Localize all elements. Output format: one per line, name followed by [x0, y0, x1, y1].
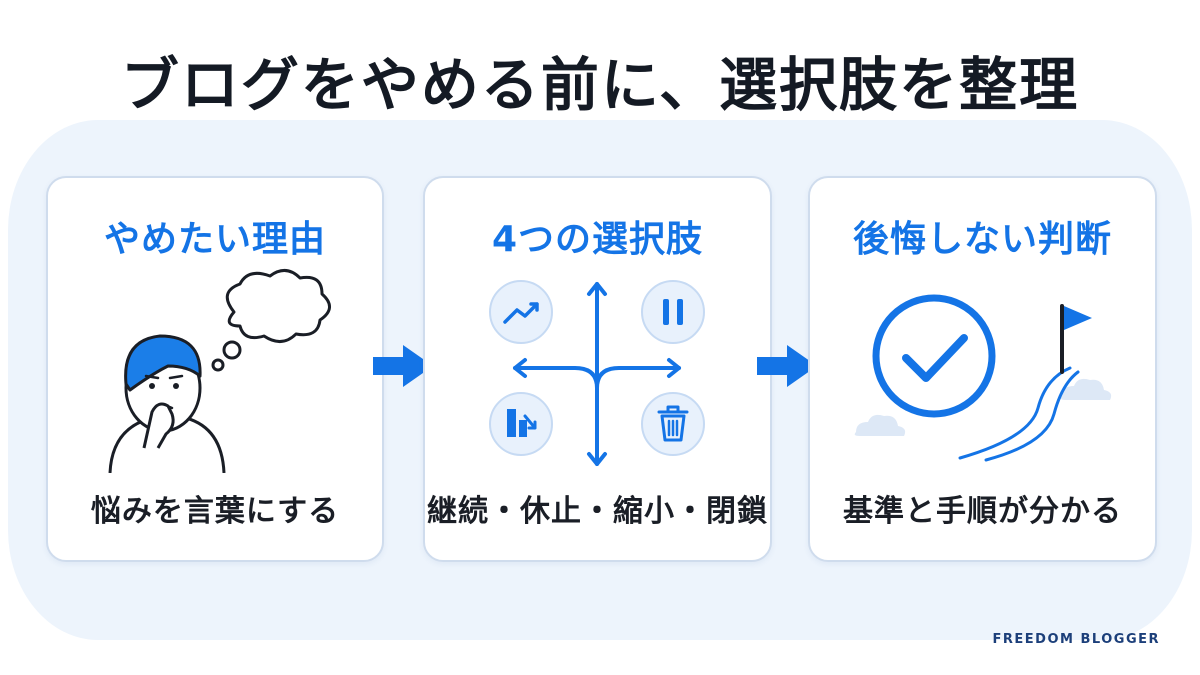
- brand-label: FREEDOM BLOGGER: [992, 632, 1160, 647]
- card-reasons-caption: 悩みを言葉にする: [90, 494, 340, 529]
- card-reasons-illustration: [108, 269, 331, 473]
- goal-flag-icon: [1060, 304, 1092, 374]
- card-options: 4つの選択肢: [423, 176, 772, 562]
- card-options-caption: 継続・休止・縮小・閉鎖: [427, 494, 768, 529]
- card-options-illustration: [489, 280, 705, 466]
- shrink-chart-icon: [489, 392, 553, 456]
- thought-bubble-icon: [211, 269, 331, 372]
- card-options-title: 4つの選択肢: [491, 219, 704, 260]
- card-reasons-title: やめたい理由: [103, 219, 326, 260]
- thinking-person-icon: [108, 334, 226, 473]
- cloud-icon: [854, 378, 1112, 436]
- checkmark-circle-icon: [872, 294, 996, 418]
- trending-up-icon: [489, 280, 553, 344]
- card-decision-caption: 基準と手順が分かる: [843, 494, 1122, 529]
- card-decision: 後悔しない判断 基準と手順が分かる: [808, 176, 1157, 562]
- pause-icon: [641, 280, 705, 344]
- arrow-right-icon: [373, 345, 433, 387]
- card-decision-illustration: [854, 294, 1112, 462]
- trash-icon: [641, 392, 705, 456]
- winding-road-icon: [958, 366, 1080, 462]
- arrow-right-icon: [757, 345, 817, 387]
- page-title: ブログをやめる前に、選択肢を整理: [120, 51, 1080, 119]
- card-reasons: やめたい理由 悩みを言葉にする: [46, 176, 384, 562]
- four-way-arrows-icon: [513, 282, 681, 466]
- card-decision-title: 後悔しない判断: [852, 219, 1112, 260]
